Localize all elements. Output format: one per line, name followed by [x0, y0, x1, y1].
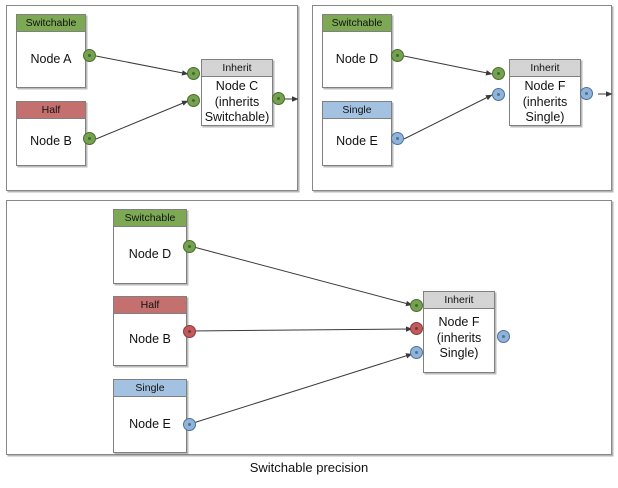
port-node-b2-output[interactable]	[183, 325, 196, 338]
port-node-f2-input-2[interactable]	[410, 322, 423, 335]
node-header-half: Half	[114, 297, 186, 314]
node-label-node-c: Node C (inherits Switchable)	[204, 79, 270, 125]
port-node-d-output[interactable]	[391, 49, 404, 62]
node-header-inherit: Inherit	[424, 292, 494, 309]
diagram-caption: Switchable precision	[249, 460, 369, 475]
node-box-node-a[interactable]: Switchable Node A	[16, 14, 86, 88]
node-header-inherit: Inherit	[510, 60, 580, 77]
node-box-node-c[interactable]: Inherit Node C (inherits Switchable)	[201, 59, 273, 126]
node-label-node-e2: Node E	[129, 416, 171, 431]
port-node-b-output[interactable]	[83, 132, 96, 145]
node-label-node-d: Node D	[335, 51, 379, 66]
panel-switchable-inherit: Switchable Node A Half Node B Inherit No…	[6, 5, 298, 191]
port-node-e-output[interactable]	[391, 132, 404, 145]
node-header-switchable: Switchable	[114, 210, 186, 227]
node-header-half: Half	[17, 102, 85, 119]
node-box-node-e2[interactable]: Single Node E	[113, 379, 187, 453]
node-box-node-b[interactable]: Half Node B	[16, 101, 86, 166]
node-label-node-b2: Node B	[129, 331, 171, 346]
node-box-node-b2[interactable]: Half Node B	[113, 296, 187, 366]
port-node-e2-output[interactable]	[183, 418, 196, 431]
port-node-f-output[interactable]	[580, 87, 593, 100]
node-box-node-e[interactable]: Single Node E	[322, 101, 392, 166]
panel-single-inherit: Switchable Node D Single Node E Inherit …	[312, 5, 612, 191]
node-header-switchable: Switchable	[323, 15, 391, 32]
port-node-f-input-2[interactable]	[492, 88, 505, 101]
node-label-node-d2: Node D	[128, 247, 172, 262]
port-node-f2-input-3[interactable]	[410, 346, 423, 359]
node-box-node-f2[interactable]: Inherit Node F (inherits Single)	[423, 291, 495, 373]
port-node-c-output[interactable]	[272, 92, 285, 105]
node-label-node-a: Node A	[30, 51, 72, 66]
node-header-inherit: Inherit	[202, 60, 272, 77]
panel-switchable-precision: Switchable Node D Half Node B Single Nod…	[6, 200, 612, 455]
port-node-f-input-1[interactable]	[492, 67, 505, 80]
node-header-single: Single	[323, 102, 391, 119]
node-label-node-f2: Node F (inherits Single)	[436, 315, 482, 361]
node-label-node-b: Node B	[30, 134, 72, 149]
port-node-f2-output[interactable]	[497, 330, 510, 343]
port-node-f2-input-1[interactable]	[410, 299, 423, 312]
port-node-d2-output[interactable]	[183, 240, 196, 253]
node-label-node-e: Node E	[336, 134, 378, 149]
node-label-node-f: Node F (inherits Single)	[522, 79, 568, 125]
node-header-single: Single	[114, 380, 186, 397]
node-box-node-d2[interactable]: Switchable Node D	[113, 209, 187, 284]
port-node-c-input-2[interactable]	[187, 94, 200, 107]
node-box-node-f[interactable]: Inherit Node F (inherits Single)	[509, 59, 581, 126]
port-node-a-output[interactable]	[83, 49, 96, 62]
node-box-node-d[interactable]: Switchable Node D	[322, 14, 392, 88]
port-node-c-input-1[interactable]	[187, 67, 200, 80]
node-header-switchable: Switchable	[17, 15, 85, 32]
